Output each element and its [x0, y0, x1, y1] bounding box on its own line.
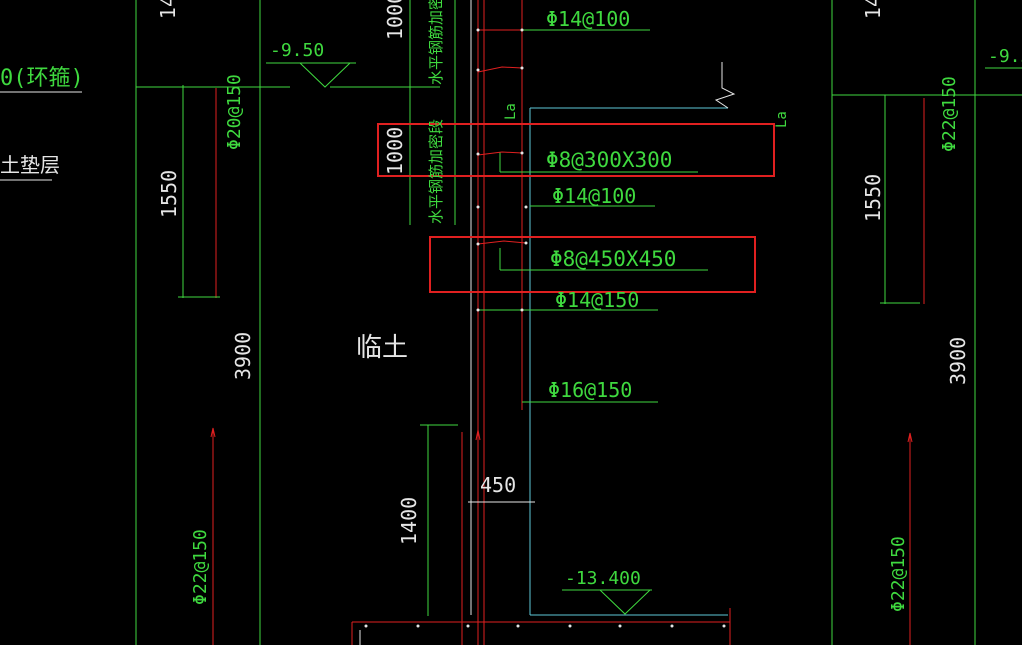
dim-top-left-partial: 14 [156, 0, 180, 19]
dim-zone-mid: 1000 [383, 127, 407, 175]
soil-label: 临土 [356, 333, 408, 363]
dim-bottom-1400: 1400 [397, 497, 421, 545]
rebar-label-r2: Φ8@300X300 [546, 148, 672, 172]
rebar-hook-3 [477, 151, 523, 156]
level-top-right-text: -9.5 [988, 46, 1022, 67]
rebar-left-upper: Φ20@150 [224, 74, 245, 150]
rebar-left-lower: Φ22@150 [190, 529, 211, 605]
zone-note-middle: 水平钢筋加密段 [427, 119, 445, 224]
arrow-marks [210, 427, 913, 443]
rebar-right-lower: Φ22@150 [888, 536, 909, 612]
dim-right-1550: 1550 [861, 174, 885, 222]
highlight-box-r4 [429, 236, 756, 293]
level-triangle-bottom [599, 589, 651, 615]
la-label-2: La [774, 111, 790, 128]
arrow-right-upper [907, 432, 913, 443]
dim-top-zone: 1000 [383, 0, 407, 40]
level-triangle-top-left [299, 62, 351, 88]
dim-left-3900: 3900 [231, 332, 255, 380]
la-label-1: La [503, 103, 519, 120]
dim-wall-width: 450 [480, 473, 516, 497]
rebar-label-r4: Φ8@450X450 [550, 247, 676, 271]
zone-note-upper: 水平钢筋加密段 [427, 0, 445, 85]
arrow-center [475, 429, 481, 441]
rebar-label-r6: Φ16@150 [548, 378, 632, 402]
level-bottom-text: -13.400 [565, 568, 641, 589]
left-cushion-label: 土垫层 [0, 153, 60, 177]
rebar-hook-4 [477, 240, 527, 245]
level-top-left-text: -9.50 [270, 40, 324, 61]
left-partial-label: 0(环箍) [0, 66, 84, 91]
dim-left-1550: 1550 [157, 170, 181, 218]
highlight-box-r2 [377, 123, 775, 177]
rebar-label-r5: Φ14@150 [555, 288, 639, 312]
dim-right-3900: 3900 [946, 337, 970, 385]
break-symbol [714, 62, 736, 109]
arrow-left-upper [210, 427, 216, 438]
rebar-right-upper: Φ22@150 [939, 76, 960, 152]
dim-top-right-partial: 14 [861, 0, 885, 19]
rebar-label-r1: Φ14@100 [546, 7, 630, 31]
rebar-hook-2 [477, 66, 523, 73]
rebar-label-r3: Φ14@100 [552, 184, 636, 208]
rebar-dots [364, 28, 726, 628]
